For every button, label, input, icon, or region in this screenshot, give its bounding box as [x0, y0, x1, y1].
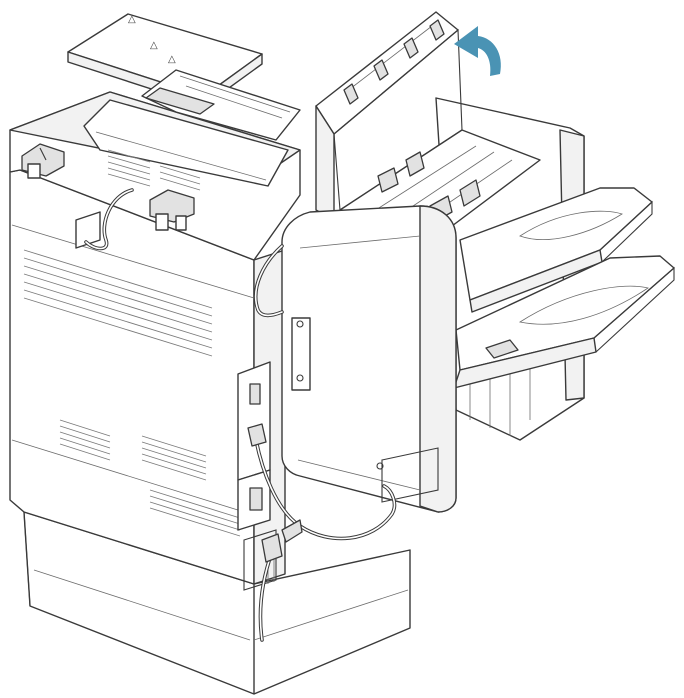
feeder-guide-mark-icon: △	[128, 14, 136, 25]
side-vent-grille-bottom	[149, 489, 241, 537]
power-cable	[258, 519, 303, 642]
connection-cable-upper	[84, 188, 134, 251]
scanner-top	[9, 91, 301, 261]
rear-connector-panel	[237, 361, 277, 591]
finisher-front-unit	[281, 205, 457, 513]
side-vent-grille-lower-left	[59, 419, 111, 461]
cable-port-top	[75, 211, 101, 249]
output-tray-lower	[453, 255, 675, 389]
feeder-guide-mark-icon: △	[150, 40, 158, 51]
document-feeder: △ △ △	[67, 13, 301, 141]
finisher-top-cover-open	[315, 11, 463, 221]
rear-latch-right	[149, 189, 195, 231]
scanner-vent-grille	[107, 149, 201, 191]
connection-cable-lower	[247, 423, 397, 541]
open-direction-arrow-icon	[454, 26, 501, 76]
connection-cable-side	[253, 244, 284, 318]
side-vent-grille-lower-right	[141, 435, 207, 481]
side-vent-grille-upper	[23, 249, 213, 357]
feeder-guide-mark-icon: △	[168, 54, 176, 65]
rear-latch-left	[21, 143, 65, 179]
output-tray-upper	[459, 187, 653, 313]
